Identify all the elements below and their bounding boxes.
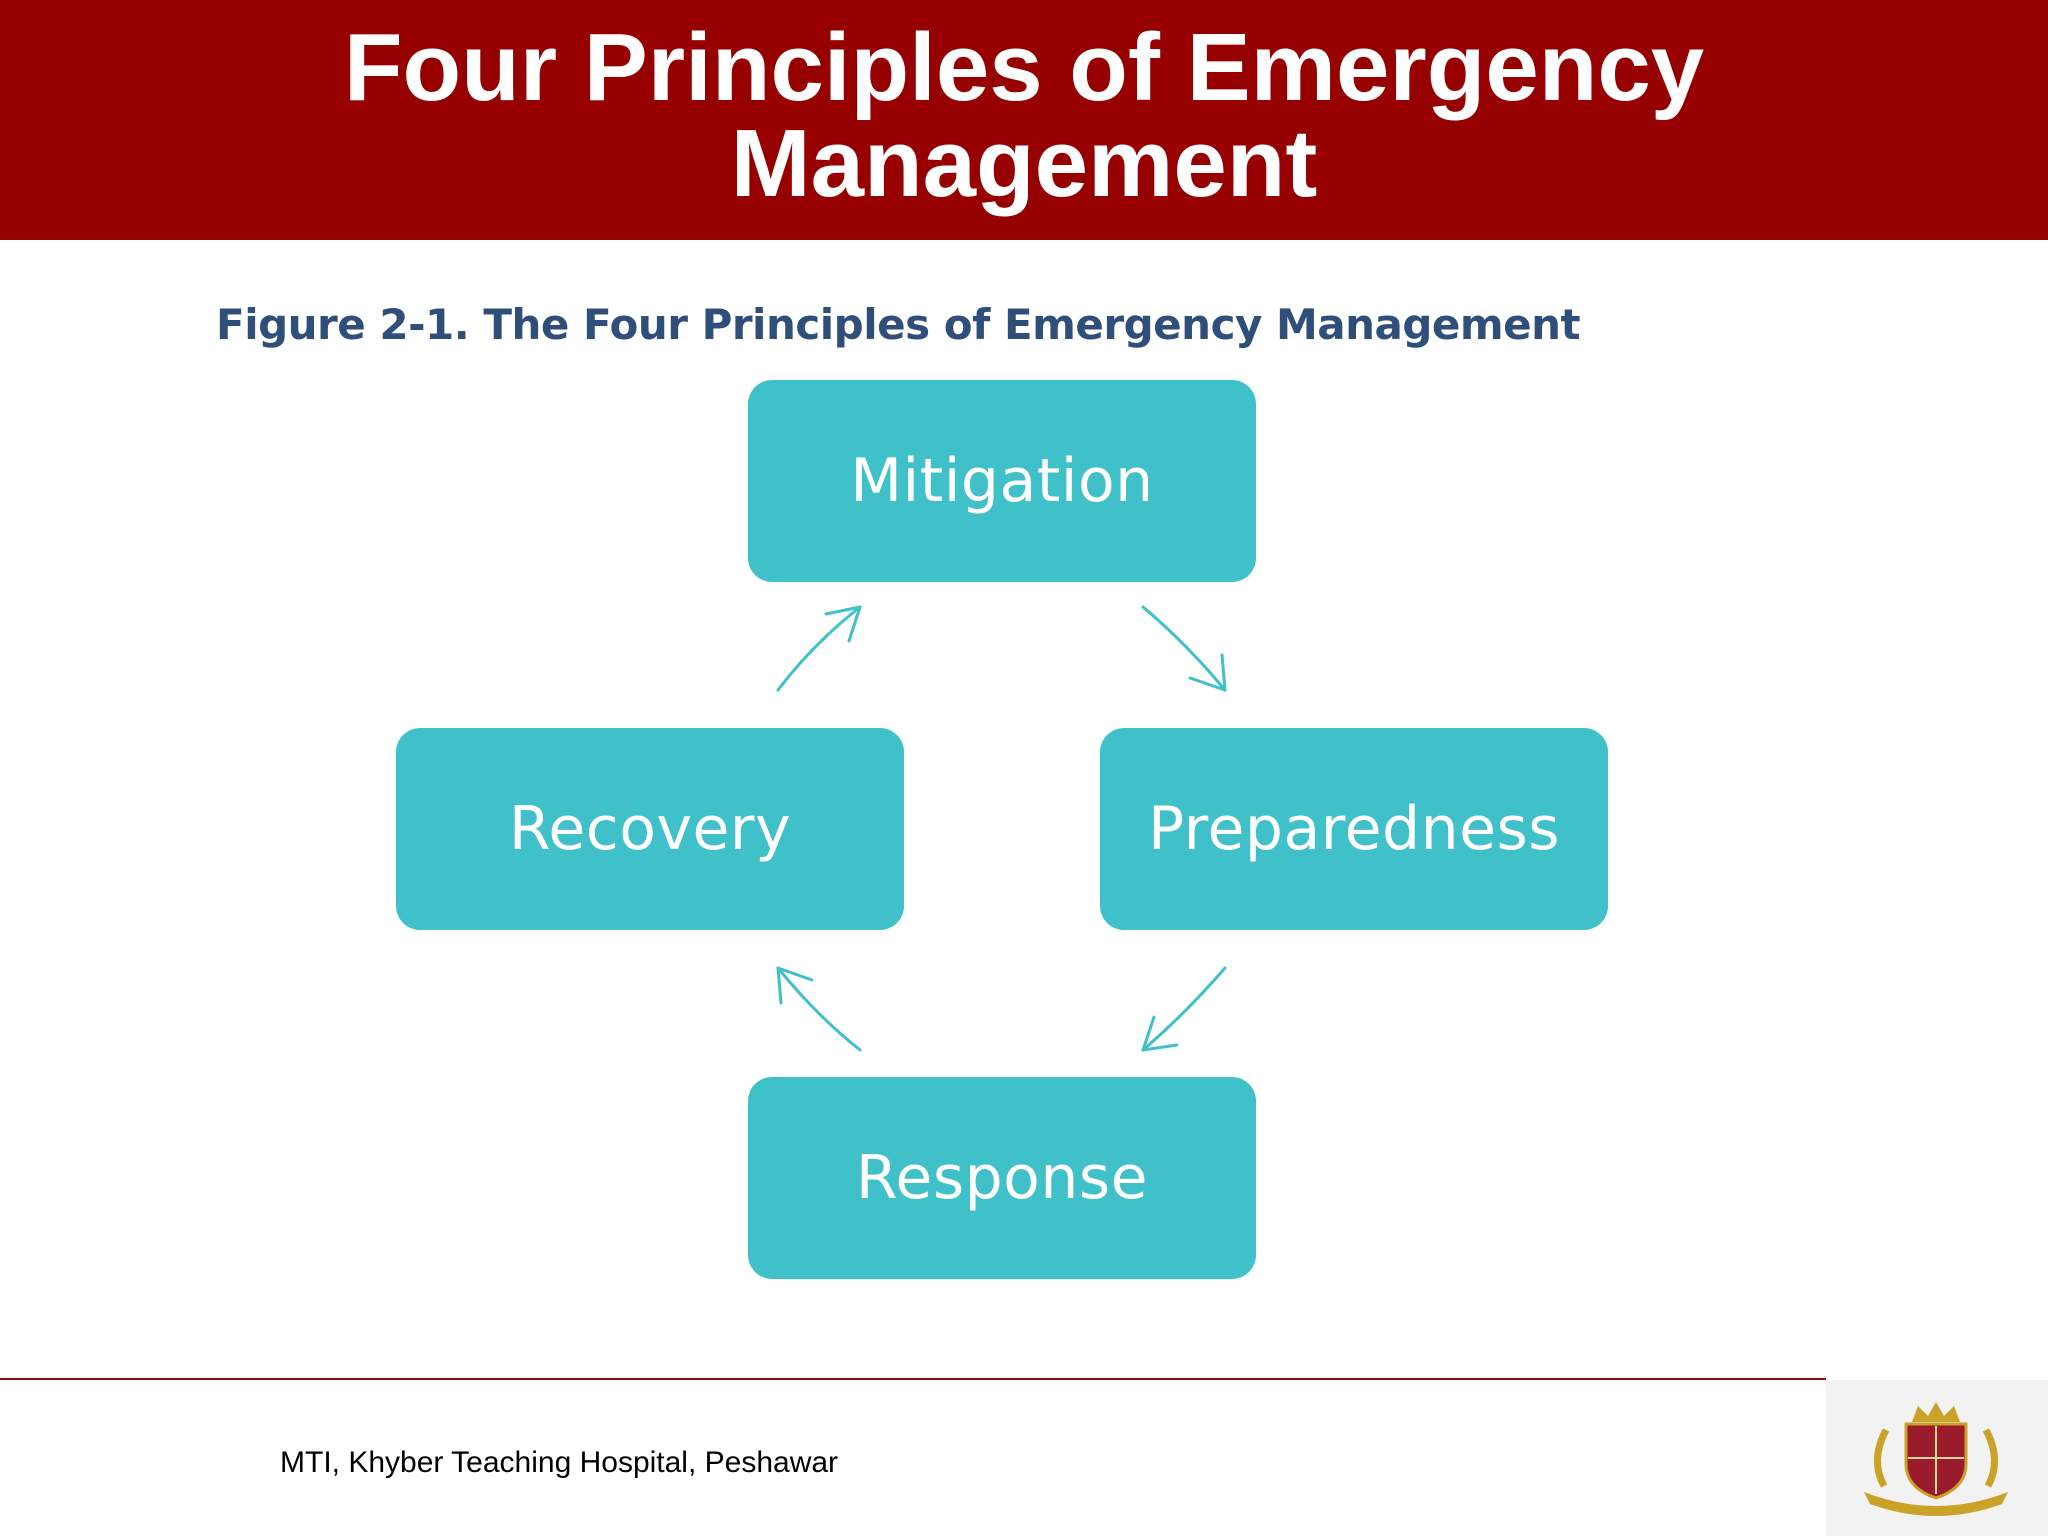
logo-panel xyxy=(1826,1380,2048,1536)
arrow-preparedness-to-response xyxy=(1141,966,1227,1052)
arrow-mitigation-to-preparedness xyxy=(1141,605,1227,692)
figure-caption: Figure 2-1. The Four Principles of Emerg… xyxy=(216,300,1581,349)
footer-divider xyxy=(0,1378,1826,1380)
arrow-recovery-to-mitigation xyxy=(776,605,862,692)
hospital-crest-icon xyxy=(1864,1402,2008,1516)
node-recovery: Recovery xyxy=(396,728,904,930)
node-response: Response xyxy=(748,1077,1256,1279)
node-mitigation: Mitigation xyxy=(748,380,1256,582)
footer-institution: MTI, Khyber Teaching Hospital, Peshawar xyxy=(280,1446,839,1479)
node-mitigation-label: Mitigation xyxy=(850,446,1154,516)
node-preparedness: Preparedness xyxy=(1100,728,1608,930)
arrow-response-to-recovery xyxy=(776,966,862,1052)
node-response-label: Response xyxy=(855,1143,1149,1213)
header-bar: Four Principles of Emergency Management xyxy=(0,0,2048,240)
page-title: Four Principles of Emergency Management xyxy=(343,14,1705,217)
node-recovery-label: Recovery xyxy=(508,794,792,864)
node-preparedness-label: Preparedness xyxy=(1147,794,1561,864)
